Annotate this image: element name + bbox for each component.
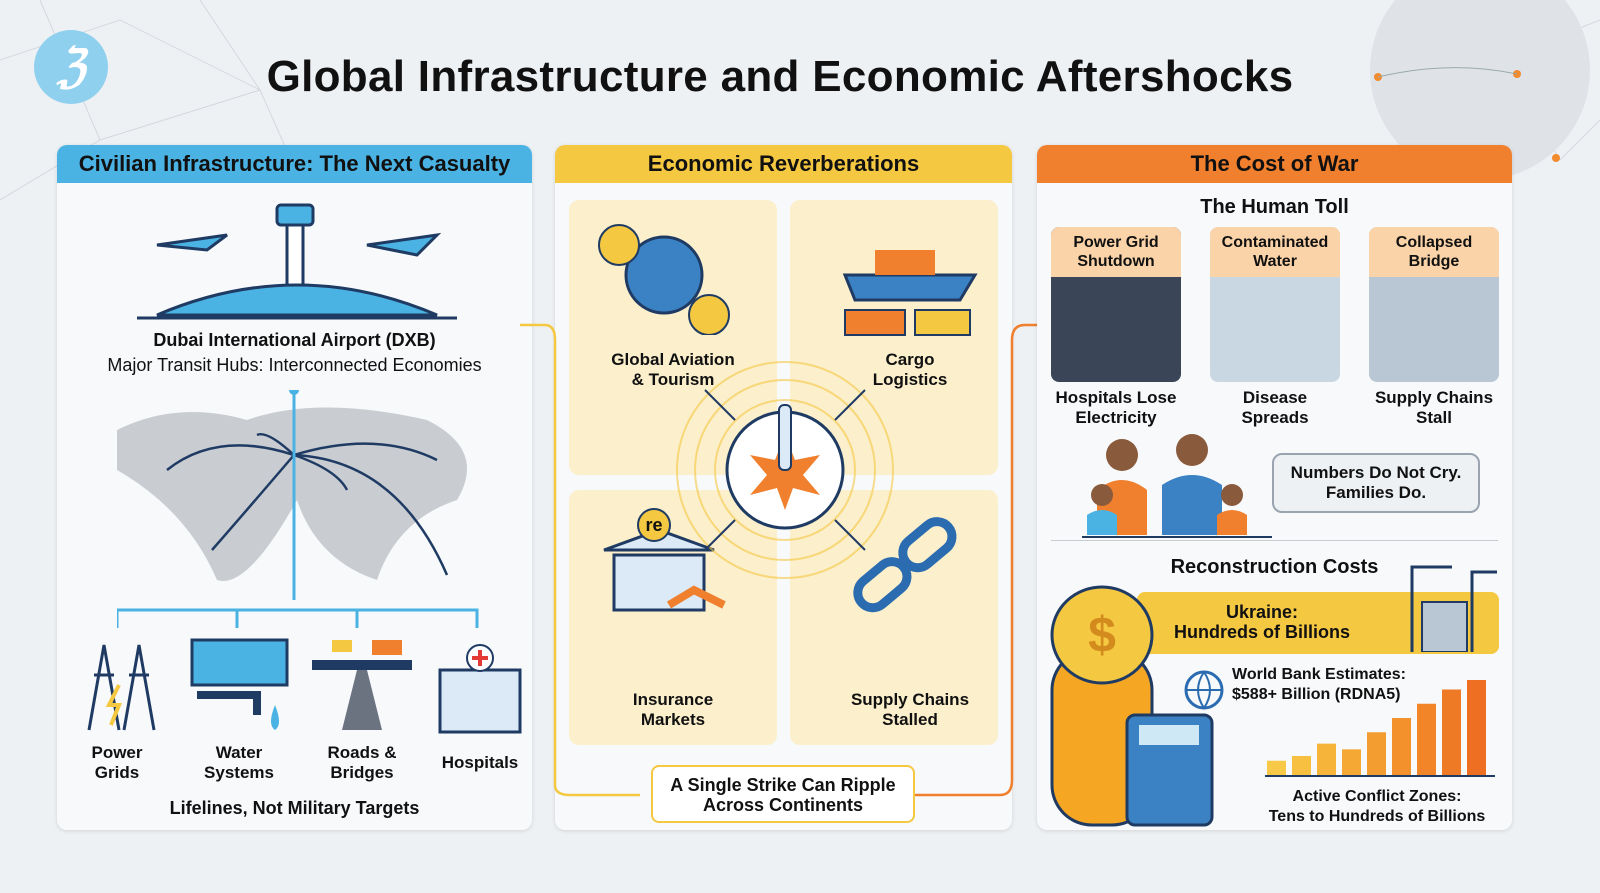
- cell-label: Global Aviation & Tourism: [611, 350, 735, 389]
- cost-bar: [1392, 718, 1411, 775]
- toll-caption: Disease Spreads: [1241, 388, 1309, 427]
- connector-lines: [117, 608, 479, 628]
- page-title: Global Infrastructure and Economic After…: [266, 52, 1294, 101]
- svg-text:$: $: [1088, 607, 1116, 663]
- hospital-icon: [438, 644, 522, 734]
- cost-bar: [1442, 689, 1461, 775]
- toll-collapsed-bridge: Collapsed Bridge: [1369, 227, 1499, 382]
- panel-cost-of-war: The Cost of War The Human Toll Power Gri…: [1037, 145, 1512, 830]
- panel-header: Economic Reverberations: [555, 145, 1012, 183]
- missile-strike-icon: [676, 361, 894, 579]
- item-label: Water Systems: [204, 743, 274, 782]
- panel-civilian-infrastructure: Civilian Infrastructure: The Next Casual…: [57, 145, 532, 830]
- ukraine-banner: Ukraine: Hundreds of Billions: [1137, 565, 1499, 654]
- toll-caption: Supply Chains Stall: [1374, 388, 1494, 427]
- panel-economic-reverberations: Economic Reverberations Global Aviation …: [555, 145, 1012, 830]
- dam-icon: [190, 638, 289, 730]
- power-tower-icon: [87, 644, 156, 731]
- human-toll-heading: The Human Toll: [1200, 196, 1349, 218]
- cell-supply-chains: Supply Chains Stalled: [790, 490, 998, 745]
- cost-bar: [1467, 680, 1486, 775]
- family-icon: [1082, 434, 1272, 538]
- item-label: Power Grids: [91, 743, 143, 782]
- cell-insurance-markets: re Insurance Markets: [569, 490, 777, 745]
- cell-label: Supply Chains Stalled: [850, 690, 970, 729]
- quote-bubble: Numbers Do Not Cry. Families Do.: [1272, 453, 1480, 513]
- cost-bar: [1417, 703, 1436, 775]
- ukraine-text: Ukraine: Hundreds of Billions: [1173, 602, 1350, 642]
- cell-label: Cargo Logistics: [872, 350, 948, 389]
- airport-subtitle: Major Transit Hubs: Interconnected Econo…: [107, 355, 482, 375]
- flow-arrows: [520, 323, 1045, 797]
- item-label: Hospitals: [441, 753, 519, 772]
- road-icon: [312, 640, 412, 730]
- cost-bar: [1317, 743, 1336, 775]
- divider: [1051, 540, 1498, 541]
- cost-bar: [1367, 732, 1386, 775]
- toll-contaminated-water: Contaminated Water: [1210, 227, 1340, 382]
- insurance-badge: re: [637, 508, 671, 542]
- construction-crane-icon: [1410, 565, 1497, 652]
- globe-money-icon: [598, 224, 730, 335]
- ripple-callout: A Single Strike Can Ripple Across Contin…: [651, 765, 915, 823]
- globe-icon: [1184, 670, 1224, 710]
- world-map-icon: [117, 390, 467, 600]
- toll-title: Contaminated Water: [1210, 227, 1340, 277]
- toll-title: Collapsed Bridge: [1369, 227, 1499, 277]
- reconstruction-heading: Reconstruction Costs: [1170, 556, 1379, 578]
- item-label: Roads & Bridges: [327, 743, 397, 782]
- cost-bar: [1292, 756, 1311, 775]
- toll-title: Power Grid Shutdown: [1051, 227, 1181, 277]
- panel-header: The Cost of War: [1037, 145, 1512, 183]
- cost-bar: [1267, 760, 1286, 775]
- toll-power-grid: Power Grid Shutdown: [1051, 227, 1181, 382]
- quote-text: Numbers Do Not Cry. Families Do.: [1290, 463, 1462, 502]
- cell-aviation-tourism: Global Aviation & Tourism: [569, 200, 777, 475]
- airport-icon: [137, 203, 457, 320]
- world-bank-estimate: World Bank Estimates: $588+ Billion (RDN…: [1232, 666, 1406, 703]
- broken-chain-icon: [853, 517, 957, 613]
- cargo-ship-icon: [842, 250, 978, 336]
- callout-text: A Single Strike Can Ripple Across Contin…: [670, 775, 896, 815]
- bank-handshake-icon: [603, 528, 726, 612]
- left-footer: Lifelines, Not Military Targets: [169, 798, 420, 818]
- toll-caption: Hospitals Lose Electricity: [1055, 388, 1177, 427]
- logo: ℨ: [34, 30, 108, 104]
- airport-name: Dubai International Airport (DXB): [153, 330, 436, 350]
- cost-bar: [1342, 749, 1361, 775]
- panel-header: Civilian Infrastructure: The Next Casual…: [57, 145, 532, 183]
- conflict-zones-text: Active Conflict Zones: Tens to Hundreds …: [1268, 788, 1486, 825]
- coins-calculator-icon: $: [1050, 585, 1214, 827]
- cost-bar-chart: [1265, 680, 1495, 777]
- cell-label: Insurance Markets: [632, 690, 714, 729]
